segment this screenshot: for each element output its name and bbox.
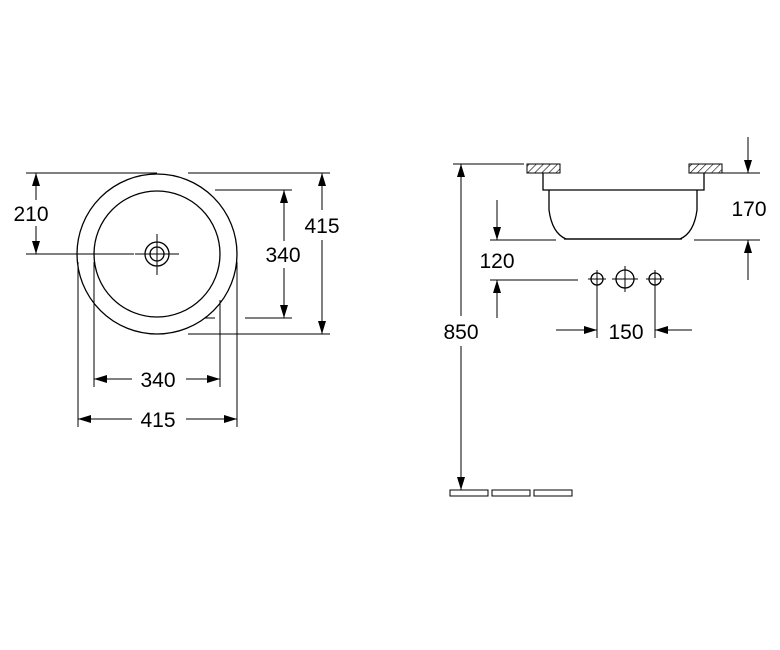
tap-hole-center-icon <box>612 266 638 292</box>
dim-415-horizontal-label: 415 <box>140 409 175 432</box>
tap-hole-right-icon <box>646 270 664 288</box>
dim-150-line <box>556 288 692 338</box>
dim-210-line <box>26 172 157 255</box>
top-view: 210 415 340 <box>13 172 340 432</box>
dim-170-line <box>694 137 760 280</box>
dim-340-horizontal-label: 340 <box>140 369 175 392</box>
dim-850-label: 850 <box>443 321 478 344</box>
dim-340-vertical-label: 340 <box>265 244 300 267</box>
dim-170-label: 170 <box>731 198 766 221</box>
floor-line <box>449 489 573 497</box>
dim-850-line <box>453 163 524 490</box>
dim-415-horizontal-line <box>77 262 238 427</box>
countertop-right-hatch <box>688 163 723 174</box>
basin-side-profile <box>542 173 705 240</box>
dim-340-horizontal-line <box>93 262 221 387</box>
dim-150-label: 150 <box>608 321 643 344</box>
countertop-left-hatch <box>526 163 561 174</box>
side-view: 170 120 <box>443 137 767 497</box>
dim-210-label: 210 <box>13 203 48 226</box>
dim-120-label: 120 <box>479 250 514 273</box>
dim-415-vertical-label: 415 <box>304 215 339 238</box>
tap-hole-left-icon <box>588 270 606 288</box>
dim-340-vertical-line <box>205 189 292 319</box>
drain-icon <box>135 234 179 275</box>
dim-120-line <box>490 200 578 318</box>
dim-415-vertical-line <box>188 172 330 335</box>
